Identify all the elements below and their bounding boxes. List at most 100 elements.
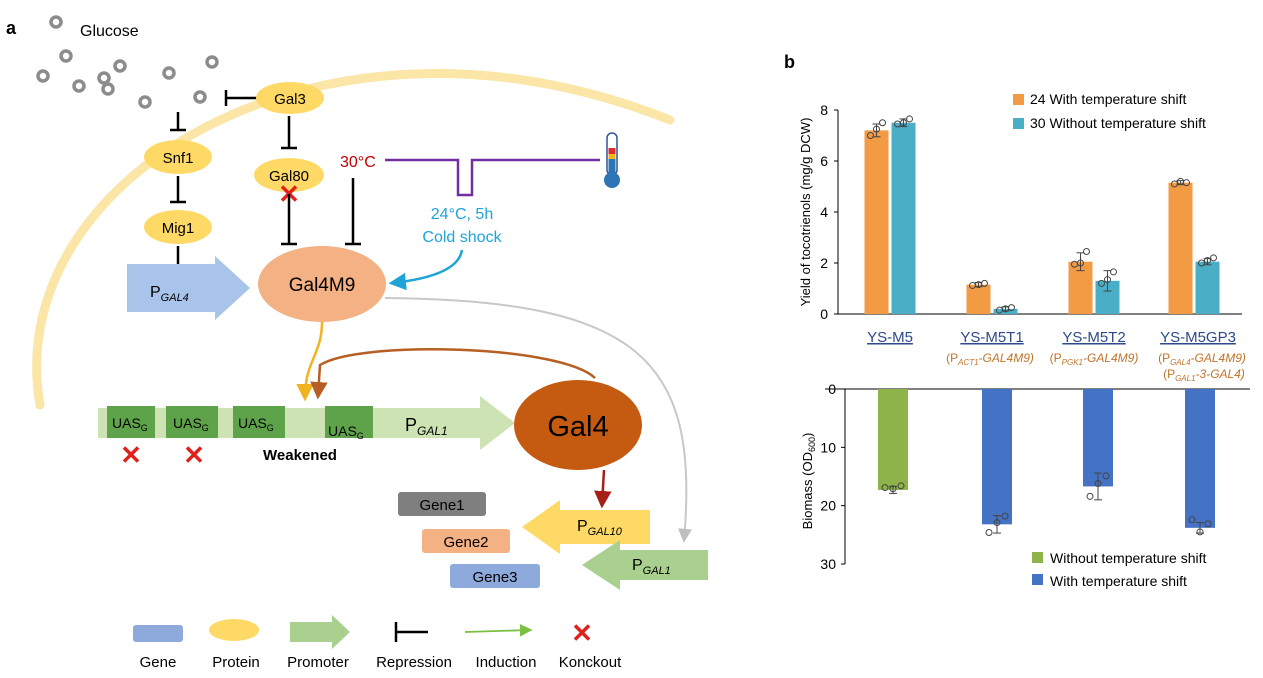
yield-point-ys-m5t2-s1 (1110, 268, 1117, 276)
legend-a: Gene Protein Promoter Repression Inducti… (133, 615, 622, 671)
protein-mig1-label: Mig1 (162, 220, 195, 237)
weakened-label: Weakened (263, 447, 337, 464)
promoter-pgal1-weakened (98, 396, 515, 450)
uas-boxes (107, 406, 373, 438)
panel-b-label: b (784, 52, 795, 72)
protein-snf1-label: Snf1 (163, 150, 194, 167)
yield-point-ys-m5-s1 (900, 119, 907, 127)
legend-induction-label: Induction (476, 654, 537, 671)
yield-bar-ys-m5gp3-s1 (1195, 261, 1220, 314)
strain-note-t2: (PPGK1-GAL4M9) (1050, 351, 1139, 367)
biomass-point-ys-m5t2 (1086, 492, 1094, 500)
yield-point-ys-m5gp3-s0 (1171, 180, 1178, 188)
biomass-chart-legend: Without temperature shift With temperatu… (1032, 550, 1207, 589)
panel-a-label: a (6, 18, 17, 38)
panel-a: a Glucose Gal3 Snf1 Gal80 (6, 15, 708, 671)
biomass-bar-ys-m5gp3 (1185, 389, 1215, 528)
biomass-bar-ys-m5t1 (982, 389, 1012, 525)
strain-labels: YS-M5 YS-M5T1 YS-M5T2 YS-M5GP3 (PACT1-GA… (867, 329, 1246, 383)
legend-induction-symbol (464, 624, 533, 637)
glucose-label: Glucose (80, 23, 139, 40)
uas-knockout-x-1: ✕ (120, 440, 142, 470)
strain-note-gp3-1: (PGAL4-GAL4M9) (1158, 351, 1246, 367)
protein-gal4m9-label: Gal4M9 (289, 275, 356, 296)
strain-label-ys-m5t2: YS-M5T2 (1062, 329, 1125, 346)
temperature-profile-line (385, 158, 600, 197)
yield-point-ys-m5-s0 (879, 119, 886, 127)
yield-point-ys-m5t2-s1 (1098, 279, 1105, 287)
yield-chart-ylabel: Yield of tocotrienols (mg/g DCW) (798, 118, 813, 307)
legend-knockout-symbol: ✕ (571, 618, 593, 648)
yield-point-ys-m5-s0 (867, 132, 874, 139)
legend-promoter-swatch (290, 615, 350, 649)
yield-point-ys-m5gp3-s1 (1198, 259, 1205, 267)
biomass-ytick-label: 30 (820, 556, 836, 572)
promoter-pgal10 (522, 500, 650, 554)
legend-text-30: 30 Without temperature shift (1030, 115, 1206, 131)
protein-gal3-label: Gal3 (274, 91, 306, 108)
pathway-repression-lines (170, 116, 361, 274)
strain-label-ys-m5gp3: YS-M5GP3 (1160, 329, 1236, 346)
glucose-molecules (36, 15, 219, 109)
strain-label-ys-m5t1: YS-M5T1 (960, 329, 1023, 346)
legend-promoter-label: Promoter (287, 654, 349, 671)
biomass-point-ys-m5 (897, 482, 905, 490)
legend-swatch-24 (1013, 94, 1024, 105)
promoter-pgal4-label: PGAL4 (150, 284, 189, 304)
cold-shock-arrow (388, 249, 464, 291)
cell-membrane (32, 69, 675, 410)
protein-gal4: Gal4 (514, 380, 642, 470)
yield-point-ys-m5-s0 (873, 125, 880, 133)
yield-bar-ys-m5-s0 (864, 130, 889, 314)
biomass-point-ys-m5 (881, 484, 889, 492)
legend-protein-swatch (209, 619, 259, 641)
biomass-point-ys-m5t2 (1094, 480, 1102, 487)
gene-box-1: Gene1 (398, 492, 486, 516)
uas-knockout-x-2: ✕ (183, 440, 205, 470)
biomass-bar-ys-m5t2 (1083, 389, 1113, 487)
legend-repression-label: Repression (376, 654, 452, 671)
yield-bar-ys-m5t1-s0 (966, 284, 991, 314)
yield-point-ys-m5gp3-s0 (1183, 179, 1190, 187)
protein-snf1: Snf1 (144, 140, 212, 174)
svg-text:UASG: UASG (328, 423, 364, 441)
gene-3-label: Gene3 (472, 569, 517, 586)
yield-point-ys-m5t1-s1 (1008, 304, 1015, 312)
legend-swatch-30 (1013, 118, 1024, 129)
promoter-pgal1-right-label: PGAL1 (632, 557, 671, 577)
legend-knockout-label: Konckout (559, 654, 622, 671)
legend-text-with: With temperature shift (1050, 573, 1187, 589)
biomass-point-ys-m5t2 (1102, 472, 1110, 480)
panel-b: b Yield of tocotrienols (mg/g DCW) 02468… (784, 52, 1250, 589)
yield-ytick-label: 2 (820, 255, 828, 271)
svg-text:UASG: UASG (173, 415, 209, 433)
svg-text:UASG: UASG (112, 415, 148, 433)
yield-bar-ys-m5-s1 (891, 122, 916, 314)
legend-text-without: Without temperature shift (1050, 550, 1207, 566)
biomass-point-ys-m5gp3 (1188, 516, 1196, 524)
biomass-ytick-label: 0 (828, 381, 836, 397)
glucose-repression-lines (170, 90, 257, 132)
biomass-point-ys-m5t1 (993, 519, 1001, 527)
gene-2-label: Gene2 (443, 534, 488, 551)
cold-shock-line1: 24°C, 5h (431, 206, 493, 223)
gene-1-label: Gene1 (419, 497, 464, 514)
yield-point-ys-m5-s1 (906, 115, 913, 123)
yield-point-ys-m5t2-s1 (1104, 276, 1111, 284)
legend-gene-swatch (133, 625, 183, 642)
promoter-pgal4 (127, 256, 250, 320)
promoter-pgal1-label: PGAL1 (405, 415, 448, 438)
yield-bar-ys-m5gp3-s0 (1168, 182, 1193, 314)
temperature-30c: 30°C (340, 154, 376, 171)
yield-ytick-label: 4 (820, 204, 828, 220)
yield-point-ys-m5gp3-s1 (1204, 256, 1211, 264)
legend-swatch-without (1032, 552, 1043, 563)
yield-chart-legend: 24 With temperature shift 30 Without tem… (1013, 91, 1206, 131)
legend-repression-symbol (394, 622, 428, 642)
protein-mig1: Mig1 (144, 210, 212, 244)
legend-gene-label: Gene (140, 654, 177, 671)
protein-gal80: Gal80 (254, 158, 324, 192)
uas-labels: UASG UASG UASG UASG (112, 415, 364, 441)
